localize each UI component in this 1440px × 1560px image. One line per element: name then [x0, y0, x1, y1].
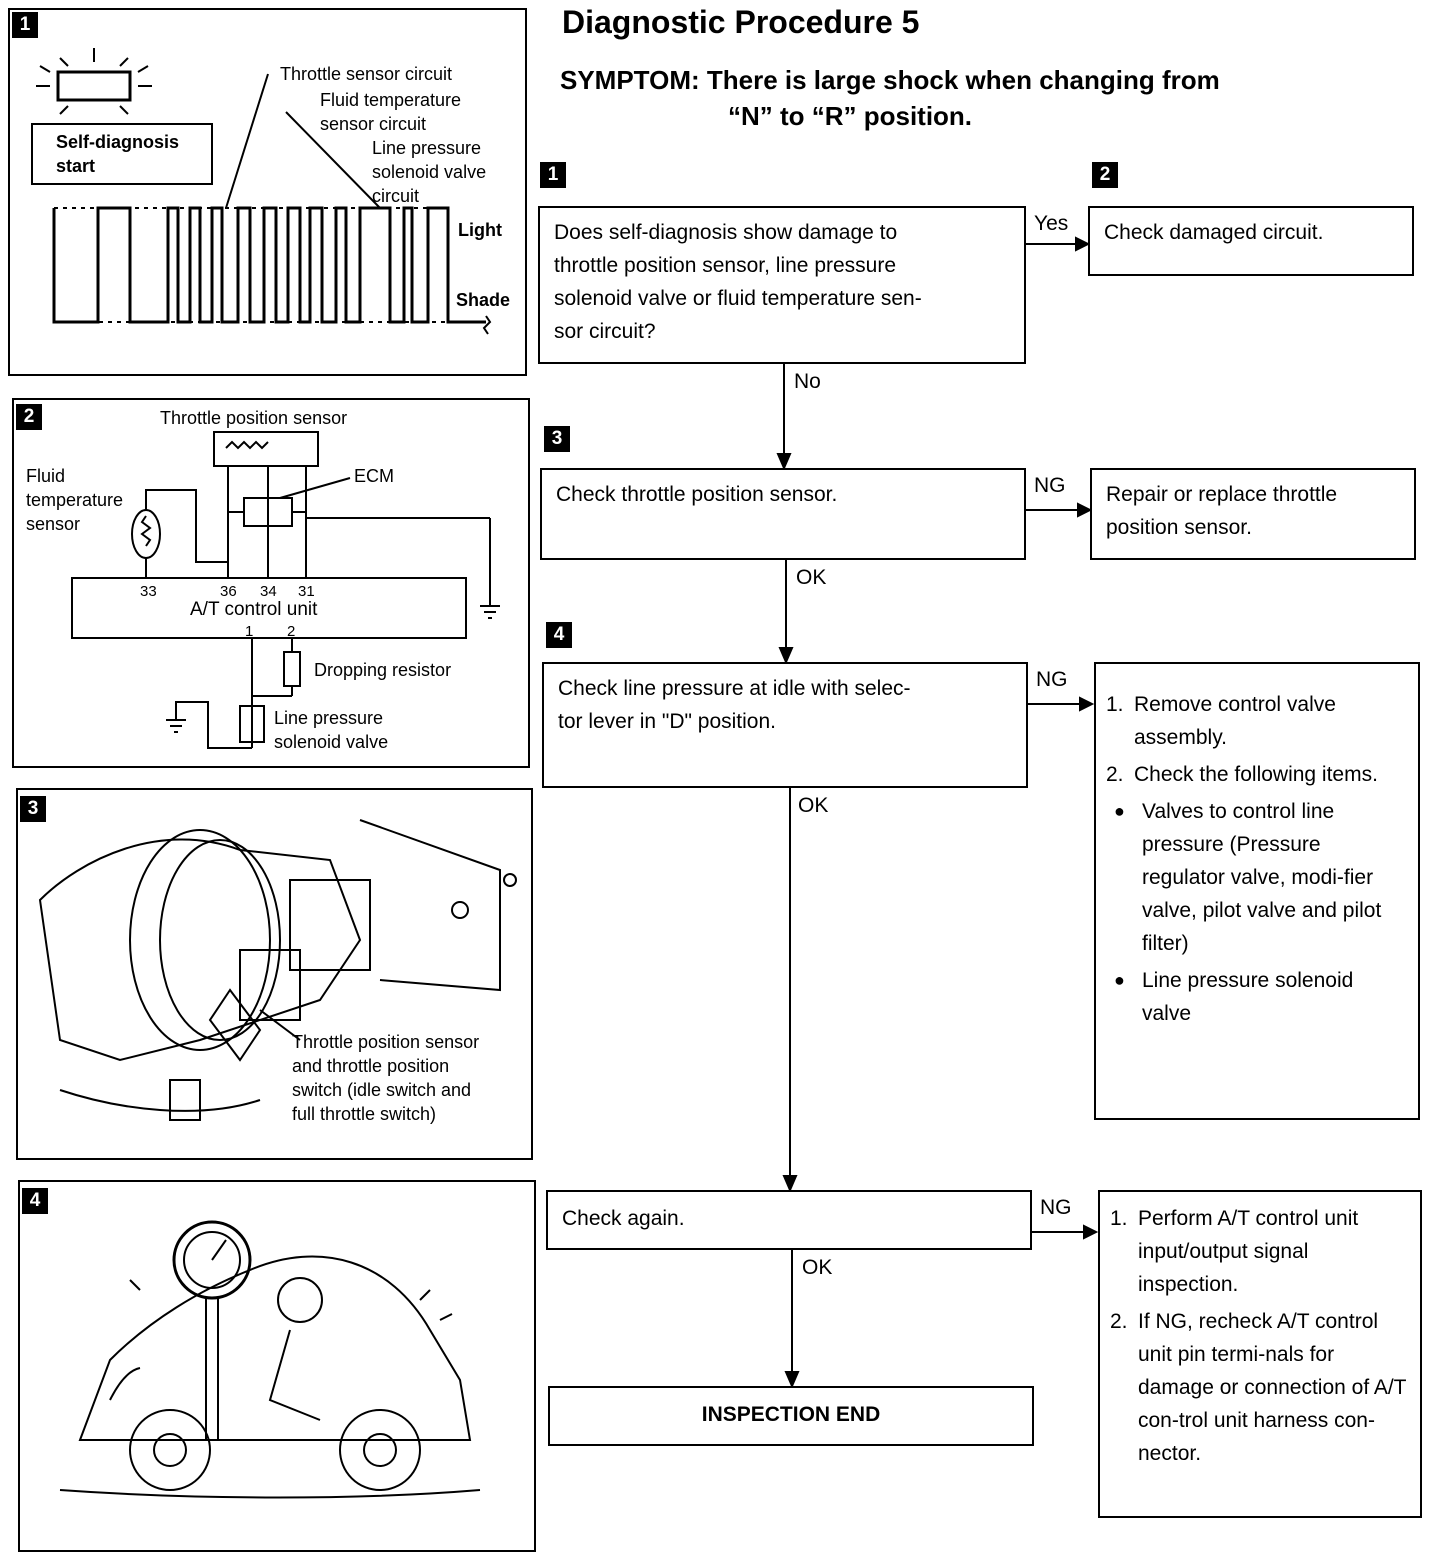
pressure-gauge: [172, 1220, 252, 1300]
throttle-sensor-body: [213, 431, 319, 467]
symptom-line-1: SYMPTOM: There is large shock when chang…: [560, 65, 1220, 95]
inspection-end-box: INSPECTION END: [548, 1386, 1034, 1446]
no-label: No: [794, 370, 821, 393]
check-again-ng-box: 1.Perform A/T control unit input/output …: [1098, 1190, 1422, 1518]
yes-label: Yes: [1034, 212, 1069, 235]
dropping-resistor-label: Dropping resistor: [314, 660, 452, 680]
fluid-circuit-label: Fluid temperature sensor circuit: [320, 90, 462, 134]
step-1-box: Does self-diagnosis show damage to throt…: [538, 206, 1026, 364]
pin-2-label: 2: [287, 623, 296, 640]
throttle-circuit-label: Throttle sensor circuit: [280, 64, 453, 84]
step-2-badge: 2: [1092, 162, 1118, 188]
control-unit-label: A/T control unit: [190, 599, 318, 620]
fluid-sensor-coil: [140, 515, 152, 547]
ecm-leader: [279, 477, 351, 499]
engine-illustration: [38, 819, 517, 1121]
self-diagnosis-label: Self-diagnosis start: [56, 132, 180, 176]
wire-solenoid-ground: [175, 701, 252, 749]
ng-label-2: NG: [1036, 668, 1068, 691]
figure-1-panel: [8, 8, 527, 376]
ground-symbol-2: [166, 719, 186, 733]
pin-36-label: 36: [220, 583, 237, 600]
throttle-leader: [225, 73, 269, 209]
solenoid-valve: [239, 705, 265, 743]
flowchart-connectors: [776, 236, 1099, 1389]
shade-label: Shade: [456, 290, 511, 310]
fig3-leader: [259, 1009, 301, 1041]
step-4-ng-item: ●Line pressure solenoid valve: [1114, 969, 1354, 1025]
pin-31-label: 31: [298, 583, 315, 600]
line-pressure-circuit-label: Line pressure solenoid valve circuit: [372, 138, 487, 206]
figure-1-badge: 1: [12, 12, 38, 38]
flash-rays: [36, 48, 152, 115]
ground-symbol-1: [480, 605, 500, 619]
pin-34-label: 34: [260, 583, 277, 600]
sensor-coil: [225, 440, 269, 450]
wire-fluid-loop: [145, 489, 228, 563]
step-4-ng-item: 1.Remove control valve assembly.: [1106, 693, 1336, 749]
check-again-ng-item: 2.If NG, recheck A/T control unit pin te…: [1110, 1310, 1407, 1465]
figure-4-badge: 4: [22, 1188, 48, 1214]
ok-label-2: OK: [798, 794, 829, 817]
flash-lamp: [56, 70, 132, 102]
ecm-label: ECM: [354, 466, 394, 486]
fluid-leader: [285, 111, 381, 209]
step-2-box: Check damaged circuit.: [1088, 206, 1414, 276]
check-again-box: Check again.: [546, 1190, 1032, 1250]
step-4-ng-item: ●Valves to control line pressure (Pressu…: [1114, 800, 1382, 955]
page-title: Diagnostic Procedure 5: [562, 4, 920, 40]
ok-label-3: OK: [802, 1256, 833, 1279]
step-4-ng-item: 2.Check the following items.: [1106, 763, 1378, 786]
ok-label-1: OK: [796, 566, 827, 589]
symptom-line-2: “N” to “R” position.: [727, 101, 973, 131]
throttle-position-sensor-label: Throttle position sensor: [160, 408, 348, 428]
step-3-badge: 3: [544, 426, 570, 452]
step-4-ng-box: 1.Remove control valve assembly. 2.Check…: [1094, 662, 1420, 1120]
figure-2-panel: [12, 398, 530, 768]
fluid-temperature-sensor-label: Fluid temperature sensor: [26, 466, 124, 534]
ng-label-1: NG: [1034, 474, 1066, 497]
figure-3-caption: Throttle position sensor and throttle po…: [292, 1032, 480, 1124]
step-3-box: Check throttle position sensor.: [540, 468, 1026, 560]
pin-33-label: 33: [140, 583, 157, 600]
dropping-resistor: [283, 651, 301, 687]
figure-2-badge: 2: [16, 404, 42, 430]
step-1-badge: 1: [540, 162, 566, 188]
step-3-ng-box: Repair or replace throttle position sens…: [1090, 468, 1416, 560]
pin-1-label: 1: [245, 623, 254, 640]
figure-3-badge: 3: [20, 796, 46, 822]
step-4-badge: 4: [546, 622, 572, 648]
self-diagnosis-box: [31, 123, 213, 185]
pulse-waveform: [52, 206, 486, 324]
check-again-ng-item: 1.Perform A/T control unit input/output …: [1110, 1207, 1359, 1296]
control-unit-box: [71, 577, 467, 639]
figure-4-panel: [18, 1180, 536, 1552]
light-label: Light: [458, 220, 502, 240]
car-illustration: [59, 1220, 481, 1499]
solenoid-valve-label: Line pressure solenoid valve: [274, 708, 389, 752]
ng-label-3: NG: [1040, 1196, 1072, 1219]
step-4-box: Check line pressure at idle with selec- …: [542, 662, 1028, 788]
break-mark: [482, 315, 492, 335]
